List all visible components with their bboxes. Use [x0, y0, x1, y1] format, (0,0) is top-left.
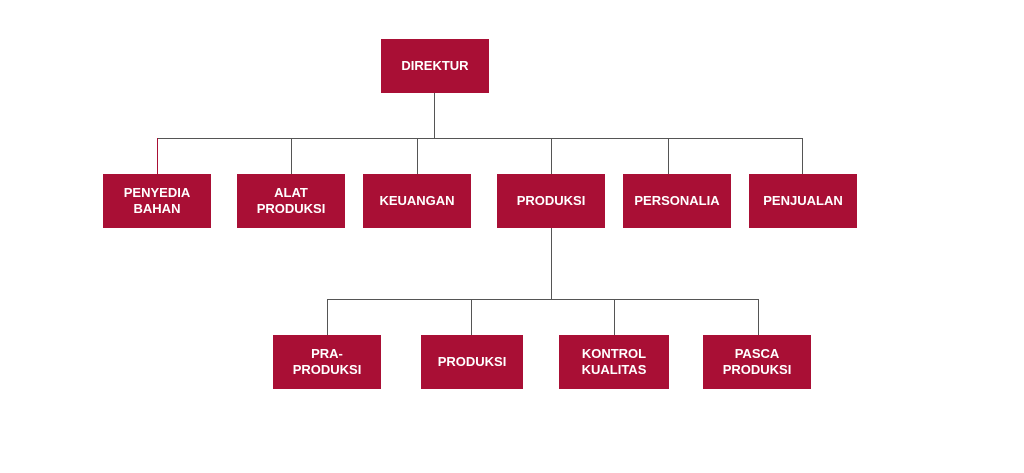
- connector-to-produksi: [551, 138, 552, 174]
- node-produksi: PRODUKSI: [497, 174, 605, 228]
- node-keuangan: KEUANGAN: [363, 174, 471, 228]
- node-label: ALAT PRODUKSI: [256, 185, 326, 216]
- connector-to-penjualan: [802, 138, 803, 174]
- node-label: PRODUKSI: [437, 354, 507, 369]
- node-penjualan: PENJUALAN: [749, 174, 857, 228]
- node-label: PASCA PRODUKSI: [722, 346, 792, 377]
- connector-to-pasca-produksi: [758, 299, 759, 335]
- node-penyedia-bahan: PENYEDIA BAHAN: [103, 174, 211, 228]
- connector-to-personalia: [668, 138, 669, 174]
- node-pasca-produksi: PASCA PRODUKSI: [703, 335, 811, 389]
- node-label: PENJUALAN: [763, 193, 843, 208]
- connector-to-penyedia-bahan: [157, 138, 158, 174]
- node-kontrol-kualitas: KONTROL KUALITAS: [559, 335, 669, 389]
- node-pra-produksi: PRA-PRODUKSI: [273, 335, 381, 389]
- node-label: PENYEDIA BAHAN: [123, 185, 191, 216]
- node-label: KEUANGAN: [379, 193, 455, 208]
- node-personalia: PERSONALIA: [623, 174, 731, 228]
- connector-produksi-down: [551, 228, 552, 299]
- node-label: PRODUKSI: [516, 193, 586, 208]
- connector-root-down: [434, 93, 435, 138]
- connector-to-produksi-sub: [471, 299, 472, 335]
- connector-level1-horizontal: [157, 138, 803, 139]
- connector-to-alat-produksi: [291, 138, 292, 174]
- node-label: DIREKTUR: [401, 58, 469, 73]
- node-label: PERSONALIA: [634, 193, 720, 208]
- node-direktur: DIREKTUR: [381, 39, 489, 93]
- node-alat-produksi: ALAT PRODUKSI: [237, 174, 345, 228]
- node-label: PRA-PRODUKSI: [292, 346, 362, 377]
- connector-to-kontrol-kualitas: [614, 299, 615, 335]
- node-produksi-sub: PRODUKSI: [421, 335, 523, 389]
- connector-to-pra-produksi: [327, 299, 328, 335]
- node-label: KONTROL KUALITAS: [581, 346, 647, 377]
- connector-to-keuangan: [417, 138, 418, 174]
- connector-level2-horizontal: [327, 299, 759, 300]
